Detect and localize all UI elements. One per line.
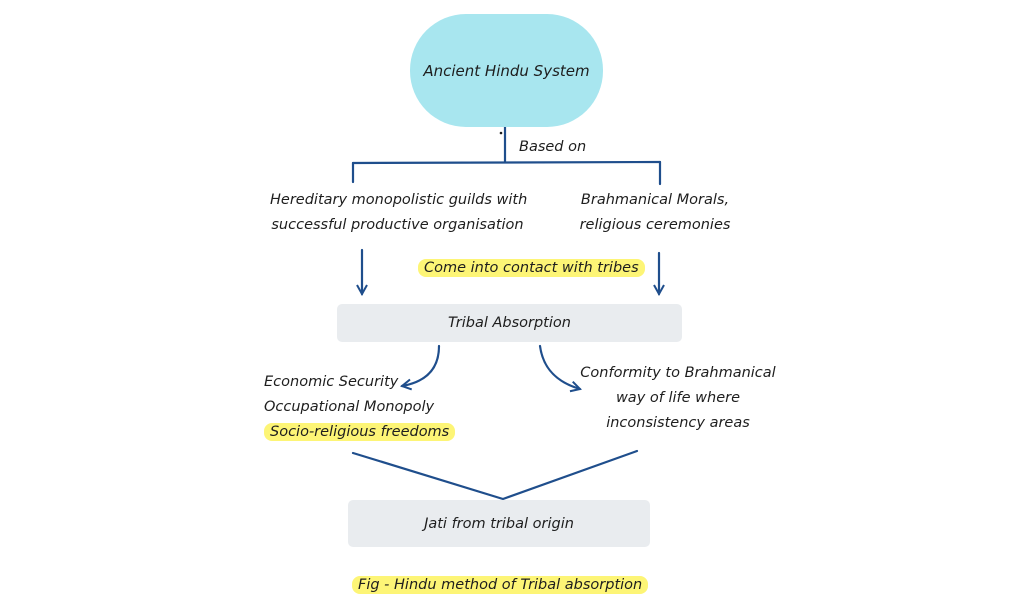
figure-caption: Fig - Hindu method of Tribal absorption: [352, 576, 649, 594]
right-curve-arrow: [538, 344, 580, 389]
conformity-outcome-text: Conformity to Brahmanical way of life wh…: [573, 361, 783, 436]
economic-outcome-text: Economic Security Occupational Monopoly …: [264, 370, 456, 445]
contact-with-tribes-label: Come into contact with tribes: [418, 259, 645, 277]
jati-tribal-origin-node: Jati from tribal origin: [348, 500, 650, 547]
hereditary-guilds-line2: successful productive organisation: [271, 217, 524, 233]
left-curve-arrow: [402, 344, 441, 386]
brahmanical-morals-line1: Brahmanical Morals,: [580, 192, 730, 208]
based-on-label: Based on: [519, 139, 587, 155]
hereditary-guilds-text: Hereditary monopolistic guilds with succ…: [270, 188, 528, 238]
brahmanical-morals-line2: religious ceremonies: [579, 217, 731, 233]
economic-security-line: Economic Security: [264, 374, 399, 390]
brahmanical-morals-text: Brahmanical Morals, religious ceremonies: [575, 188, 735, 238]
occupational-monopoly-line: Occupational Monopoly: [264, 399, 435, 415]
conformity-line3: inconsistency areas: [606, 415, 750, 431]
contact-with-tribes-highlight: Come into contact with tribes: [418, 256, 645, 281]
jati-tribal-origin-label: Jati from tribal origin: [424, 515, 574, 532]
socio-religious-freedoms-line: Socio-religious freedoms: [264, 423, 456, 441]
ancient-hindu-system-label: Ancient Hindu System: [423, 61, 590, 80]
tribal-absorption-label: Tribal Absorption: [448, 315, 571, 331]
ancient-hindu-system-node: Ancient Hindu System: [410, 14, 603, 127]
split-bar: [351, 160, 662, 165]
figure-caption-highlight: Fig - Hindu method of Tribal absorption: [352, 573, 649, 598]
conformity-line1: Conformity to Brahmanical: [580, 365, 776, 381]
conformity-line2: way of life where: [615, 390, 741, 406]
converge-lines: [351, 449, 639, 501]
dot-mark: [499, 131, 503, 135]
tribal-absorption-node: Tribal Absorption: [337, 304, 682, 342]
hereditary-guilds-line1: Hereditary monopolistic guilds with: [270, 192, 528, 208]
